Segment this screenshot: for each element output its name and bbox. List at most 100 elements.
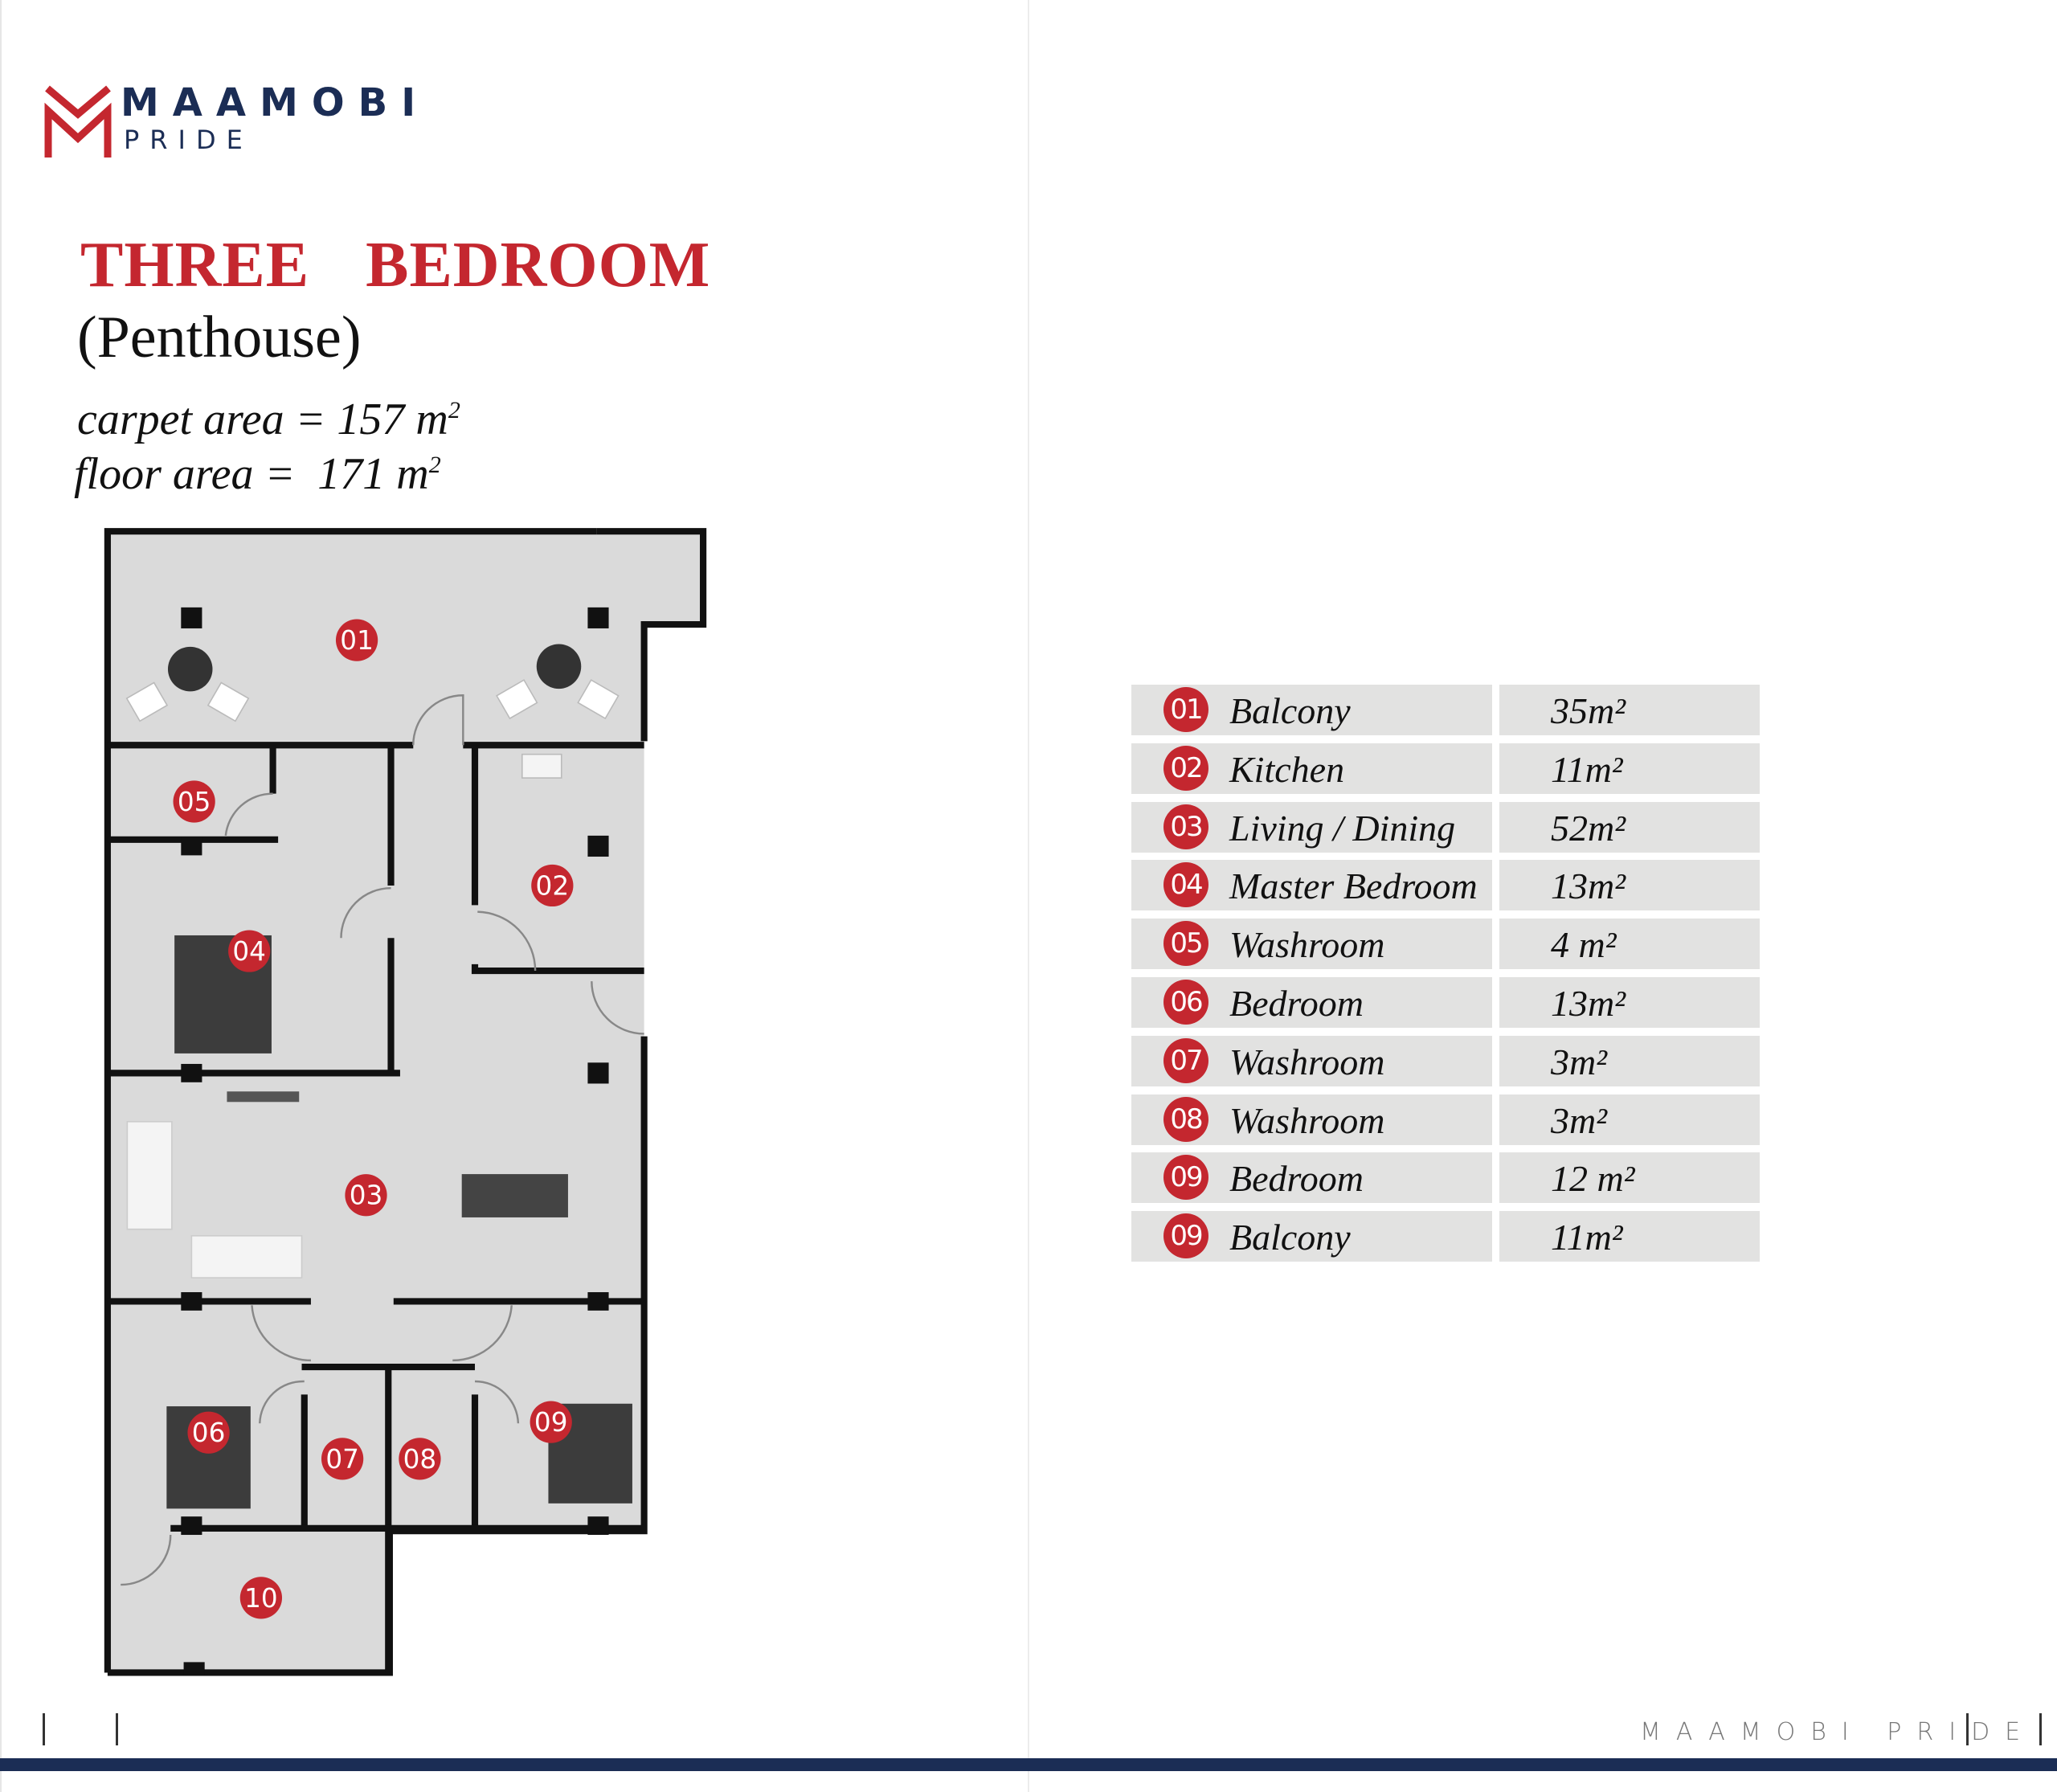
svg-text:06: 06 bbox=[192, 1418, 226, 1448]
page-tick bbox=[2039, 1713, 2042, 1745]
logo-name: MAAMOBI bbox=[121, 80, 430, 125]
svg-text:03: 03 bbox=[350, 1180, 383, 1211]
furniture bbox=[125, 644, 632, 1509]
svg-text:02: 02 bbox=[536, 870, 570, 901]
room-name: Balcony bbox=[1229, 690, 1351, 731]
floor-area-value: 171 m bbox=[317, 449, 429, 499]
carpet-area: carpet area = 157 m2 bbox=[77, 397, 460, 442]
room-name: Balcony bbox=[1229, 1217, 1351, 1258]
floor-area: floor area = 171 m2 bbox=[74, 452, 441, 497]
room-cell: 01 Balcony bbox=[1131, 685, 1492, 735]
room-number-badge: 06 bbox=[1163, 980, 1208, 1025]
room-area: 52m² bbox=[1551, 807, 1626, 849]
room-name: Washroom bbox=[1229, 924, 1385, 966]
room-number-badge: 01 bbox=[1163, 687, 1208, 732]
plan-floor bbox=[107, 531, 704, 1673]
marker-06: 06 bbox=[187, 1411, 230, 1454]
marker-02: 02 bbox=[531, 864, 574, 907]
footer-brand: MAAMOBI PRIDE bbox=[1640, 1718, 2036, 1746]
room-area: 13m² bbox=[1551, 865, 1626, 907]
table-row: 05 Washroom 4 m² bbox=[1131, 919, 1760, 970]
area-cell: 3m² bbox=[1499, 1094, 1760, 1145]
room-area: 3m² bbox=[1551, 1041, 1608, 1082]
svg-text:04: 04 bbox=[232, 936, 266, 967]
page-tick bbox=[43, 1713, 45, 1745]
plan-walls bbox=[104, 528, 707, 1676]
room-area: 11m² bbox=[1551, 748, 1623, 790]
svg-text:08: 08 bbox=[403, 1444, 437, 1475]
floor-area-label: floor area = bbox=[74, 449, 307, 499]
marker-04: 04 bbox=[228, 930, 271, 972]
room-cell: 07 Washroom bbox=[1131, 1035, 1492, 1086]
room-name: Washroom bbox=[1229, 1099, 1385, 1141]
room-number-badge: 03 bbox=[1163, 804, 1208, 849]
area-cell: 13m² bbox=[1499, 977, 1760, 1028]
room-area: 13m² bbox=[1551, 983, 1626, 1024]
table-row: 01 Balcony 35m² bbox=[1131, 685, 1760, 735]
marker-07: 07 bbox=[321, 1438, 364, 1480]
room-cell: 08 Washroom bbox=[1131, 1094, 1492, 1145]
room-number-badge: 07 bbox=[1163, 1037, 1208, 1083]
door-swings bbox=[121, 694, 644, 1586]
carpet-area-value: 157 m bbox=[337, 395, 448, 444]
room-markers: 01 02 03 04 05 06 07 08 09 10 bbox=[173, 619, 574, 1619]
room-cell: 03 Living / Dining bbox=[1131, 801, 1492, 853]
area-cell: 11m² bbox=[1499, 1211, 1760, 1262]
area-cell: 4 m² bbox=[1499, 919, 1760, 970]
svg-text:10: 10 bbox=[244, 1583, 278, 1614]
page-tick bbox=[1966, 1713, 1969, 1745]
unit-exponent: 2 bbox=[448, 397, 460, 423]
table-row: 09 Bedroom 12 m² bbox=[1131, 1152, 1760, 1204]
svg-text:09: 09 bbox=[534, 1407, 568, 1438]
marker-03: 03 bbox=[345, 1174, 387, 1217]
room-name: Living / Dining bbox=[1229, 807, 1456, 849]
area-cell: 12 m² bbox=[1499, 1152, 1760, 1204]
page-subtitle: (Penthouse) bbox=[77, 305, 362, 370]
room-name: Master Bedroom bbox=[1229, 865, 1478, 907]
room-cell: 04 Master Bedroom bbox=[1131, 860, 1492, 911]
marker-01: 01 bbox=[335, 619, 378, 661]
room-number-badge: 02 bbox=[1163, 745, 1208, 791]
marker-10: 10 bbox=[239, 1577, 283, 1619]
room-area: 12 m² bbox=[1551, 1158, 1635, 1200]
room-cell: 09 Bedroom bbox=[1131, 1152, 1492, 1204]
area-cell: 13m² bbox=[1499, 860, 1760, 911]
area-cell: 3m² bbox=[1499, 1035, 1760, 1086]
room-area: 4 m² bbox=[1551, 924, 1617, 966]
room-cell: 05 Washroom bbox=[1131, 919, 1492, 970]
table-row: 07 Washroom 3m² bbox=[1131, 1035, 1760, 1086]
room-number-badge: 05 bbox=[1163, 921, 1208, 967]
page-tick bbox=[116, 1713, 118, 1745]
area-cell: 35m² bbox=[1499, 685, 1760, 735]
room-number-badge: 04 bbox=[1163, 862, 1208, 908]
carpet-area-label: carpet area = bbox=[77, 395, 337, 444]
svg-text:01: 01 bbox=[340, 625, 374, 656]
logo-mark-icon bbox=[44, 85, 112, 158]
marker-08: 08 bbox=[399, 1438, 441, 1480]
room-area: 35m² bbox=[1551, 690, 1626, 731]
room-number-badge: 09 bbox=[1163, 1155, 1208, 1201]
svg-text:05: 05 bbox=[178, 787, 211, 817]
columns bbox=[181, 607, 609, 1675]
unit-exponent: 2 bbox=[428, 452, 441, 478]
room-number-badge: 08 bbox=[1163, 1096, 1208, 1142]
area-cell: 52m² bbox=[1499, 801, 1760, 853]
room-area: 3m² bbox=[1551, 1099, 1608, 1141]
marker-09: 09 bbox=[530, 1401, 572, 1443]
logo-sub: PRIDE bbox=[124, 125, 253, 155]
area-cell: 11m² bbox=[1499, 743, 1760, 794]
table-row: 04 Master Bedroom 13m² bbox=[1131, 860, 1760, 911]
marker-05: 05 bbox=[173, 780, 215, 823]
table-row: 08 Washroom 3m² bbox=[1131, 1094, 1760, 1145]
table-row: 03 Living / Dining 52m² bbox=[1131, 801, 1760, 853]
page-divider bbox=[1028, 0, 1029, 1792]
room-name: Bedroom bbox=[1229, 1158, 1364, 1200]
room-name: Washroom bbox=[1229, 1041, 1385, 1082]
page-title: THREE BEDROOM bbox=[80, 230, 711, 301]
